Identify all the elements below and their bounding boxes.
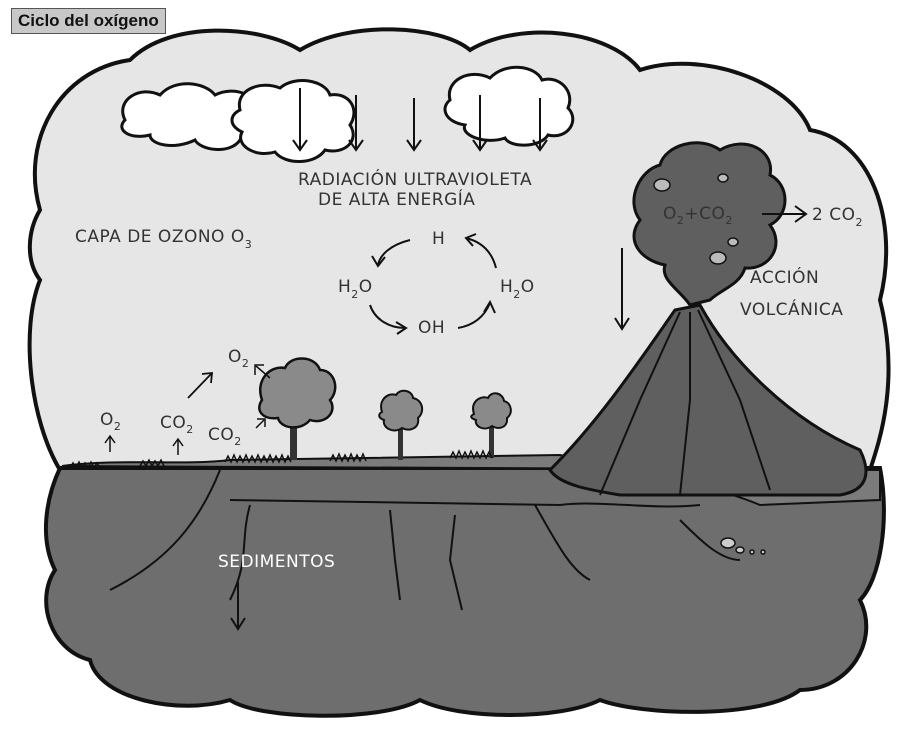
volcano	[548, 303, 868, 497]
o2-left-label: O2	[100, 410, 121, 433]
co2-tree-arrow	[255, 418, 266, 429]
pebbles	[720, 537, 766, 555]
cycle-h-label: H	[432, 229, 445, 249]
diagram-title: Ciclo del oxígeno	[11, 8, 166, 34]
ground-cracks	[109, 469, 741, 611]
h2o-left-label: H2O	[338, 277, 373, 301]
cycle-arrows	[369, 233, 497, 335]
o2-tree-arrow	[254, 364, 271, 379]
o2-left-arrow	[104, 434, 116, 452]
co2-up-label: CO2	[160, 413, 194, 436]
cycle-arrow-h-to-h2o	[377, 239, 411, 266]
volcano-down-arrow	[614, 248, 630, 331]
co2-left-arrow	[172, 437, 184, 455]
uv-arrows	[292, 88, 548, 152]
grass	[69, 449, 493, 470]
co2-to-tree-label: CO2	[208, 425, 242, 448]
cycle-arrow-h2o-to-oh	[369, 304, 406, 329]
tree-large	[258, 357, 337, 460]
two-co2-label: 2 CO2	[812, 205, 863, 229]
uv-arrow	[292, 88, 308, 152]
h2o-right-label: H2O	[500, 277, 535, 301]
sediments-label: SEDIMENTOS	[218, 552, 335, 572]
tree-small	[470, 392, 512, 458]
ground-mass	[44, 466, 886, 718]
volcanic-label-line1: ACCIÓN	[750, 266, 819, 288]
cycle-oh-label: OH	[418, 318, 445, 338]
volcano-gas-arrow	[762, 205, 808, 223]
cycle-arrow-h2o-to-h	[465, 237, 497, 269]
radiation-label-line1: RADIACIÓN ULTRAVIOLETA	[298, 168, 532, 190]
eruption-plume	[632, 141, 787, 307]
volcano-gas-label: O2+CO2	[663, 204, 733, 227]
radiation-label-line2: DE ALTA ENERGÍA	[318, 188, 475, 210]
sediments-arrow	[230, 582, 246, 631]
tree-medium	[378, 389, 424, 460]
volcanic-label-line2: VOLCÁNICA	[740, 298, 843, 320]
volcano-ridges	[599, 309, 771, 496]
plume-rocks	[653, 173, 739, 265]
o2-from-tree-label: O2	[228, 347, 249, 370]
uv-arrow	[348, 95, 364, 152]
uv-arrow	[532, 98, 548, 152]
uv-arrow	[472, 95, 488, 152]
co2-up-arrow	[187, 371, 214, 399]
ozone-layer-label: CAPA DE OZONO O3	[75, 227, 252, 251]
uv-arrow	[406, 98, 422, 152]
